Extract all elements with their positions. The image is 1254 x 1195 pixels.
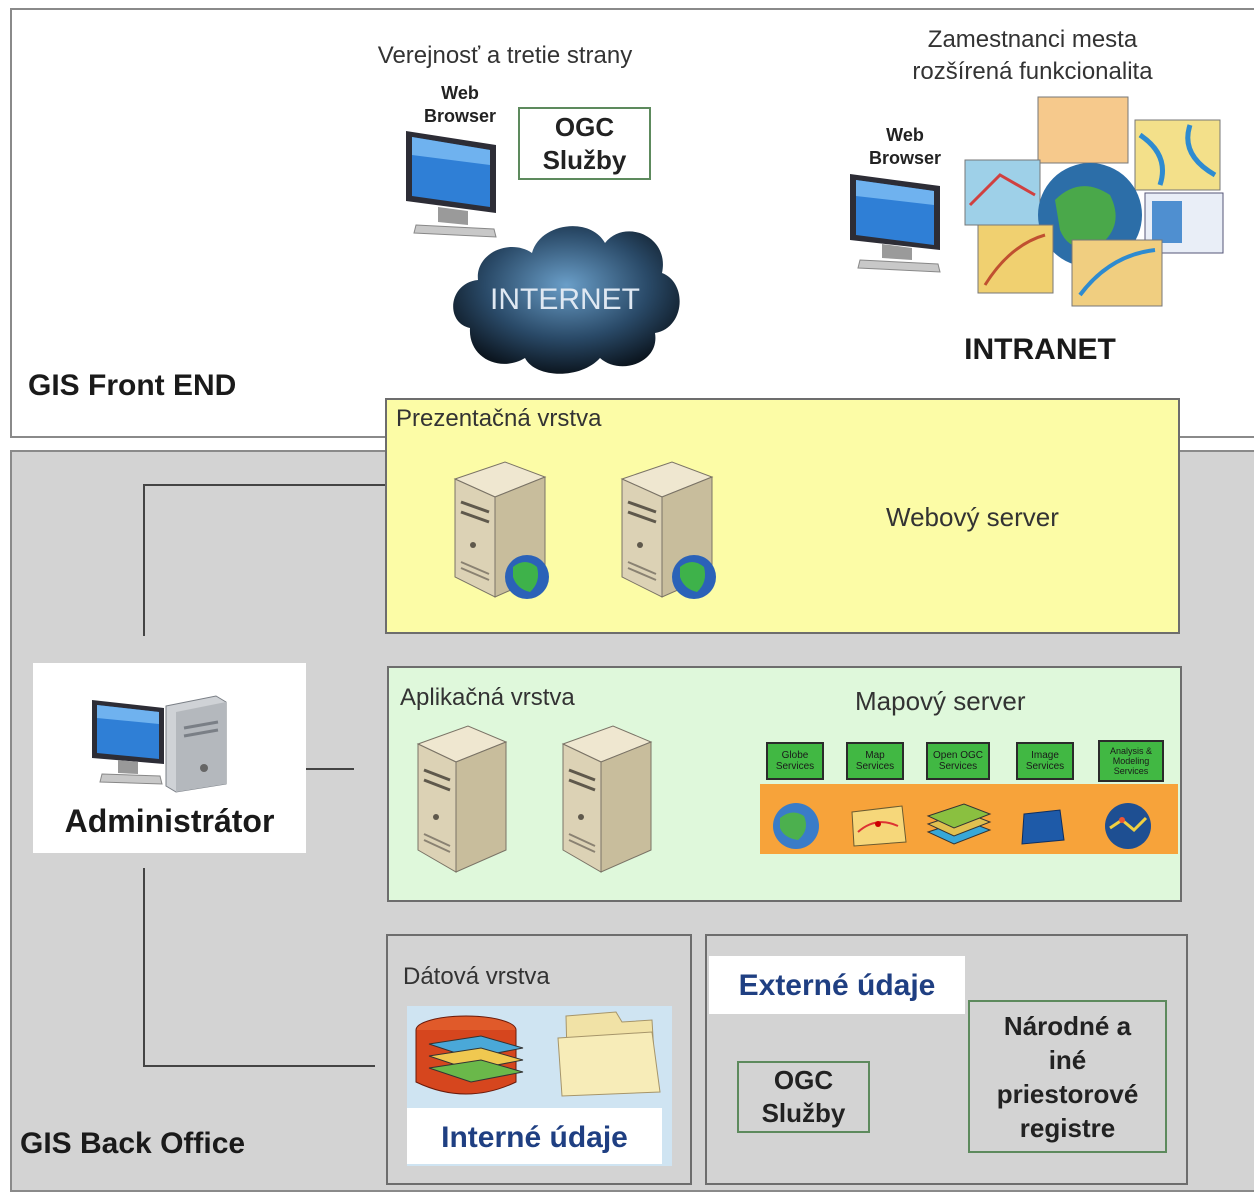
- admin-computer-icon: [80, 688, 230, 798]
- app-server-icon: [410, 722, 510, 877]
- staff-browser-label: Web Browser: [868, 125, 942, 168]
- folder-icon: [552, 1008, 667, 1098]
- gis-maps-collage-icon: [960, 95, 1230, 310]
- internal-data-label: Interné údaje: [407, 1108, 662, 1164]
- data-layer-title: Dátová vrstva: [403, 963, 550, 990]
- app-server-icon: [555, 722, 655, 877]
- internet-label: INTERNET: [490, 283, 640, 316]
- public-caption: Verejnosť a tretie strany: [377, 42, 633, 69]
- external-ogc-box: OGC Služby: [737, 1061, 870, 1133]
- map-icon: [851, 805, 907, 847]
- public-monitor-icon: [398, 125, 508, 240]
- intranet-label: INTRANET: [964, 333, 1116, 366]
- web-server-icon: [612, 457, 722, 607]
- globe-icon: [773, 803, 819, 849]
- public-ogc-box: OGC Služby: [518, 107, 651, 180]
- image-icon: [1021, 809, 1065, 845]
- staff-caption: Zamestnanci mesta rozšírená funkcionalit…: [912, 26, 1153, 85]
- public-browser-label: Web Browser: [423, 83, 497, 126]
- application-layer-title: Aplikačná vrstva: [400, 684, 575, 711]
- external-data-title: Externé údaje: [709, 956, 965, 1014]
- internet-cloud-icon: [440, 198, 690, 383]
- web-server-label: Webový server: [886, 502, 1059, 532]
- connector-line: [276, 768, 354, 770]
- presentation-layer-title: Prezentačná vrstva: [396, 405, 602, 432]
- database-icon: [411, 1012, 531, 1102]
- connector-line: [143, 1065, 375, 1067]
- connector-line: [143, 484, 386, 486]
- administrator-label: Administrátor: [64, 803, 275, 839]
- connector-line: [143, 484, 145, 636]
- web-server-icon: [445, 457, 555, 607]
- staff-monitor-icon: [842, 170, 952, 275]
- layers-icon: [926, 803, 992, 845]
- connector-line: [143, 868, 145, 1066]
- front-end-title: GIS Front END: [28, 369, 237, 402]
- analysis-icon: [1105, 803, 1151, 849]
- back-office-title: GIS Back Office: [20, 1127, 246, 1160]
- map-server-label: Mapový server: [855, 686, 1026, 716]
- national-registries-box: Národné a iné priestorové registre: [968, 1000, 1167, 1153]
